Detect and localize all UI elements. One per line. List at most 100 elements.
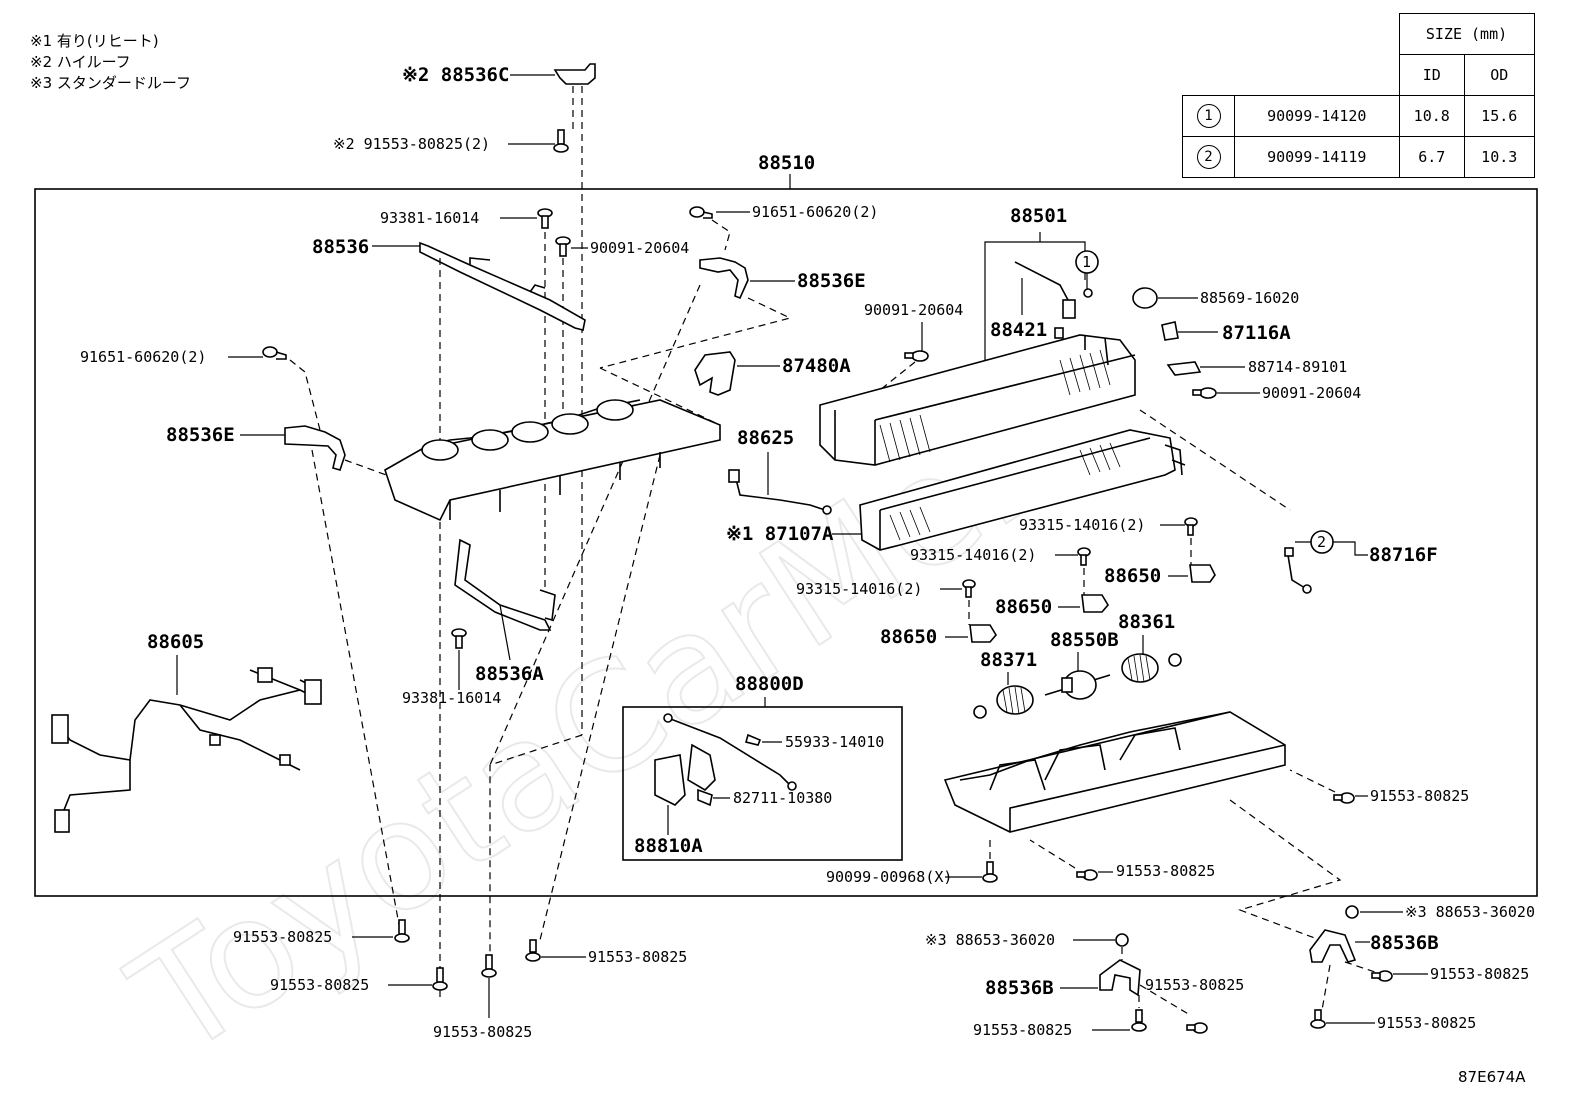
label-87116A[interactable]: 87116A [1222, 322, 1291, 344]
duct-housing-left [384, 399, 721, 522]
bolt-91553-top [553, 129, 569, 153]
label-88650-c[interactable]: 88650 [880, 626, 937, 648]
label-88536E-b[interactable]: 88536E [166, 424, 235, 446]
label-90091-b[interactable]: 90091-20604 [864, 301, 963, 319]
bolt-91553-r2 [1076, 869, 1098, 881]
size-header: SIZE (mm) [1398, 13, 1535, 55]
label-88569[interactable]: 88569-16020 [1200, 289, 1299, 307]
label-82711[interactable]: 82711-10380 [733, 789, 832, 807]
label-88716F[interactable]: 88716F [1369, 544, 1438, 566]
label-88800D[interactable]: 88800D [735, 673, 804, 695]
bolt-91553-m2 [1131, 1009, 1147, 1032]
label-91553-l2[interactable]: 91553-80825 [270, 976, 369, 994]
screw-93315-b [1077, 547, 1091, 566]
label-88536B-m[interactable]: 88536B [985, 977, 1054, 999]
clip-91651-a [689, 206, 713, 219]
label-88605[interactable]: 88605 [147, 631, 204, 653]
bracket-88536 [419, 241, 586, 331]
label-88371[interactable]: 88371 [980, 649, 1037, 671]
ref-2-label: 2 [1317, 533, 1326, 551]
label-88536E-a[interactable]: 88536E [797, 270, 866, 292]
label-88510[interactable]: 88510 [758, 152, 815, 174]
label-88536C[interactable]: ※2 88536C [402, 64, 509, 86]
bolt-93381-bottom [451, 628, 467, 649]
ref-circle-2-table: 2 [1196, 145, 1221, 169]
screw-93315-c [962, 579, 976, 598]
bolt-91553-l4 [525, 939, 541, 962]
label-91651-b[interactable]: 91651-60620(2) [80, 348, 206, 366]
fan-88361 [1121, 653, 1182, 683]
ring-88569 [1132, 287, 1158, 309]
clip-91651-b [262, 346, 287, 360]
nut-88653-r [1345, 905, 1359, 919]
size-row-2: 2 90099-14119 6.7 10.3 [1182, 136, 1535, 178]
col-id: ID [1398, 54, 1465, 96]
wire-88625 [734, 474, 826, 511]
label-88421[interactable]: 88421 [990, 319, 1047, 341]
fan-88371 [973, 685, 1034, 719]
label-91553-m1[interactable]: 91553-80825 [1145, 976, 1244, 994]
label-93315-b[interactable]: 93315-14016(2) [910, 546, 1036, 564]
label-91651-a[interactable]: 91651-60620(2) [752, 203, 878, 221]
label-88653-r[interactable]: ※3 88653-36020 [1405, 903, 1535, 921]
bolt-91553-l2 [432, 967, 448, 991]
clip-88650-b [1081, 594, 1109, 613]
label-90091-a[interactable]: 90091-20604 [590, 239, 689, 257]
label-88550B[interactable]: 88550B [1050, 629, 1119, 651]
clip-87116A [1161, 321, 1179, 341]
bolt-91553-r3 [1371, 970, 1393, 982]
label-93315-c[interactable]: 93315-14016(2) [796, 580, 922, 598]
ref-circle-1-table: 1 [1196, 104, 1221, 128]
rod-88800D [667, 717, 791, 786]
clip-88650-c [969, 624, 997, 643]
assembly-frame-88510 [34, 188, 1538, 897]
label-91553-m2[interactable]: 91553-80825 [973, 1021, 1072, 1039]
label-88536[interactable]: 88536 [312, 236, 369, 258]
bolt-90099 [982, 861, 998, 883]
label-55933[interactable]: 55933-14010 [785, 733, 884, 751]
label-88714[interactable]: 88714-89101 [1248, 358, 1347, 376]
label-87107A[interactable]: ※1 87107A [726, 523, 834, 545]
label-91553-r4[interactable]: 91553-80825 [1377, 1014, 1476, 1032]
box-88800D [622, 706, 903, 861]
bolt-90091-b [904, 350, 929, 362]
label-88653-m[interactable]: ※3 88653-36020 [925, 931, 1055, 949]
label-91553-r2[interactable]: 91553-80825 [1116, 862, 1215, 880]
label-88650-a[interactable]: 88650 [1104, 565, 1161, 587]
label-93315-a[interactable]: 93315-14016(2) [1019, 516, 1145, 534]
heater-core-87107A [859, 429, 1186, 551]
label-90099[interactable]: 90099-00968(X) [826, 868, 952, 886]
label-93381-top[interactable]: 93381-16014 [380, 209, 479, 227]
label-88810A[interactable]: 88810A [634, 835, 703, 857]
bracket-88800D [687, 743, 716, 792]
motor-88550B [1044, 670, 1111, 700]
label-93381-bottom[interactable]: 93381-16014 [402, 689, 501, 707]
label-88650-b[interactable]: 88650 [995, 596, 1052, 618]
size-row-od: 15.6 [1463, 95, 1535, 137]
size-row-part[interactable]: 90099-14120 [1234, 95, 1400, 137]
size-row-od: 10.3 [1463, 136, 1535, 178]
bolt-91553-l3 [481, 954, 497, 978]
label-90091-c[interactable]: 90091-20604 [1262, 384, 1361, 402]
label-87480A[interactable]: 87480A [782, 355, 851, 377]
bracket-88536B-r [1309, 929, 1357, 963]
label-88536B-r[interactable]: 88536B [1370, 932, 1439, 954]
label-88625[interactable]: 88625 [737, 427, 794, 449]
label-91553-r3[interactable]: 91553-80825 [1430, 965, 1529, 983]
note-3: ※3 スタンダードルーフ [30, 74, 191, 92]
size-row-id: 6.7 [1398, 136, 1465, 178]
figure-code: 87E674A [1458, 1068, 1526, 1086]
label-91553-l1[interactable]: 91553-80825 [233, 928, 332, 946]
label-91553-top[interactable]: ※2 91553-80825(2) [333, 135, 490, 153]
label-91553-l3[interactable]: 91553-80825 [433, 1023, 532, 1041]
plate-88714 [1166, 361, 1202, 376]
size-row-part[interactable]: 90099-14119 [1234, 136, 1400, 178]
label-91553-l4[interactable]: 91553-80825 [588, 948, 687, 966]
bolt-90091-a [555, 236, 571, 257]
col-od: OD [1463, 54, 1535, 96]
bolt-91553-l1 [394, 919, 410, 943]
label-88501[interactable]: 88501 [1010, 205, 1067, 227]
label-88361[interactable]: 88361 [1118, 611, 1175, 633]
label-88536A[interactable]: 88536A [475, 663, 544, 685]
label-91553-r1[interactable]: 91553-80825 [1370, 787, 1469, 805]
